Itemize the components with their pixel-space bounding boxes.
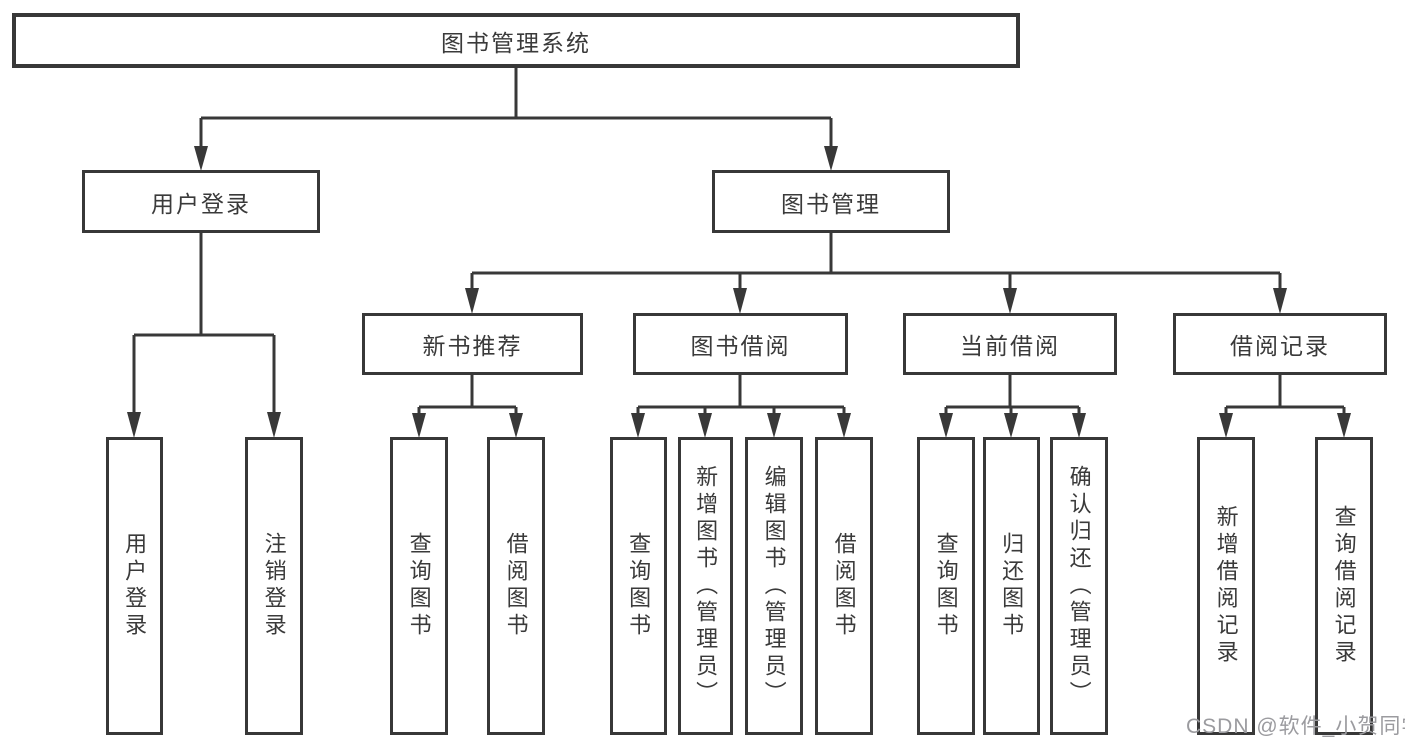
leaf-add-borrowing-record: 新增借阅记录 [1197,437,1255,735]
leaf-label: 借阅图书 [831,532,857,640]
leaf-user-login: 用户登录 [106,437,163,735]
connector-user-login-branch [127,233,281,438]
connector-borrowing-records-branch [1219,375,1351,438]
leaf-label: 查询图书 [406,532,432,640]
leaf-return-books: 归还图书 [983,437,1040,735]
leaf-label: 新增借阅记录 [1213,505,1239,667]
leaf-label: 借阅图书 [503,532,529,640]
node-user-login: 用户登录 [82,170,320,233]
node-label: 新书推荐 [422,333,523,359]
watermark: CSDN @软件_小贺同学 [1186,715,1405,738]
leaf-label: 编辑图书（管理员） [761,464,787,708]
node-label: 借阅记录 [1230,333,1330,359]
node-label: 图书管理 [781,190,881,217]
leaf-confirm-return-admin: 确认归还（管理员） [1050,437,1108,735]
node-label: 图书管理系统 [441,29,591,56]
leaf-label: 查询借阅记录 [1331,505,1357,667]
leaf-borrow-books: 借阅图书 [815,437,873,735]
leaf-query-books-borrowing: 查询图书 [610,437,667,735]
leaf-label: 注销登录 [261,532,287,640]
node-book-borrowing: 图书借阅 [633,313,848,375]
connector-book-management-branch [465,233,1287,314]
node-library-management-system: 图书管理系统 [12,13,1020,68]
leaf-query-books-current: 查询图书 [917,437,975,735]
leaf-label: 查询图书 [933,532,959,640]
leaf-logout: 注销登录 [245,437,303,735]
leaf-edit-books-admin: 编辑图书（管理员） [745,437,803,735]
connector-root-to-level2 [194,68,838,171]
leaf-add-books-admin: 新增图书（管理员） [678,437,733,735]
leaf-label: 新增图书（管理员） [693,464,719,708]
connector-current-borrowing-branch [939,375,1086,438]
connector-book-borrowing-branch [631,375,851,438]
leaf-query-borrowing-record: 查询借阅记录 [1315,437,1373,735]
node-borrowing-records: 借阅记录 [1173,313,1387,375]
node-label: 图书借阅 [690,333,791,359]
node-current-borrowing: 当前借阅 [903,313,1117,375]
node-book-management: 图书管理 [712,170,950,233]
node-label: 用户登录 [151,190,251,217]
leaf-label: 归还图书 [999,532,1025,640]
leaf-label: 查询图书 [626,532,652,640]
leaf-query-books-recommend: 查询图书 [390,437,448,735]
connector-new-book-branch [412,375,523,438]
leaf-borrow-books-recommend: 借阅图书 [487,437,545,735]
leaf-label: 确认归还（管理员） [1066,464,1092,708]
node-new-book-recommendation: 新书推荐 [362,313,583,375]
node-label: 当前借阅 [960,333,1060,359]
leaf-label: 用户登录 [122,532,148,640]
